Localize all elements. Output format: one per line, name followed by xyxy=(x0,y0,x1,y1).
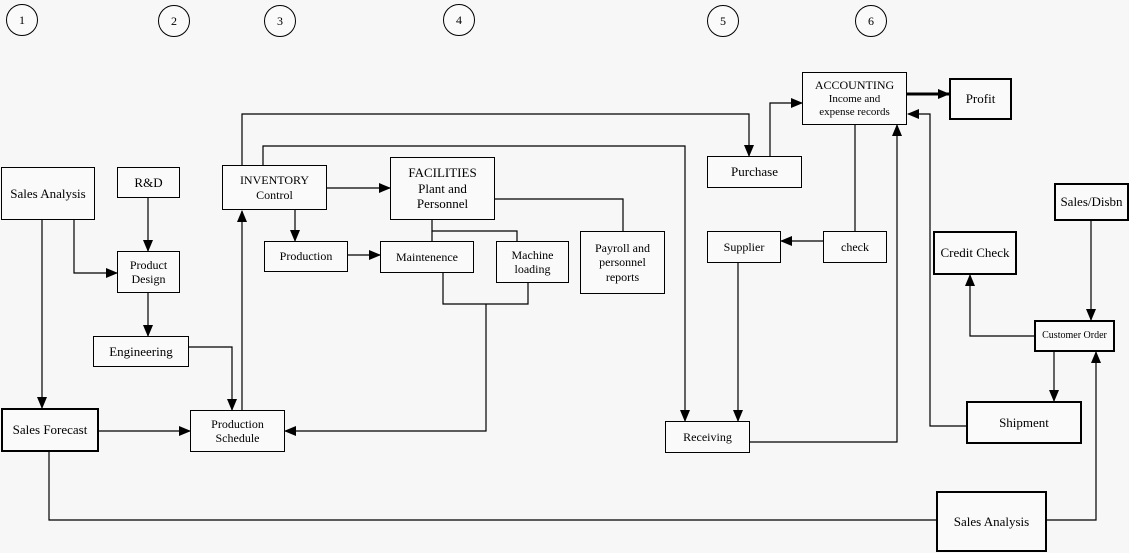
payroll-line-1: Payroll and xyxy=(595,240,650,255)
payroll-line-3: reports xyxy=(605,269,640,284)
accounting-line-2: Income and xyxy=(828,92,881,105)
check-label: check xyxy=(841,239,869,254)
stage-number-5: 5 xyxy=(707,5,739,37)
customer-order-box: Customer Order xyxy=(1034,320,1115,352)
receiving-box: Receiving xyxy=(665,421,750,453)
product-design-line-2: Design xyxy=(131,272,166,286)
accounting-line-1: ACCOUNTING xyxy=(814,78,895,93)
credit-check-box: Credit Check xyxy=(933,231,1017,275)
production-label: Production xyxy=(279,249,333,264)
payroll-reports-box: Payroll and personnel reports xyxy=(580,231,665,294)
sales-forecast-label: Sales Forecast xyxy=(12,422,88,438)
machine-loading-box: Machine loading xyxy=(496,241,569,283)
stage-number-3: 3 xyxy=(264,5,296,37)
sales-disbn-box: Sales/Disbn xyxy=(1054,183,1129,221)
sales-disbn-label: Sales/Disbn xyxy=(1060,194,1123,210)
accounting-line-3: expense records xyxy=(819,105,890,118)
maintenence-box: Maintenence xyxy=(380,241,474,273)
production-schedule-line-1: Production xyxy=(211,416,264,431)
purchase-label: Purchase xyxy=(731,164,778,180)
machine-loading-line-1: Machine xyxy=(511,247,554,262)
shipment-box: Shipment xyxy=(966,401,1082,444)
product-design-box: Product Design xyxy=(117,251,180,293)
production-schedule-box: Production Schedule xyxy=(190,410,285,452)
inventory-control-box: INVENTORY Control xyxy=(222,165,327,210)
profit-box: Profit xyxy=(949,78,1012,120)
machine-loading-line-2: loading xyxy=(514,262,551,276)
production-schedule-line-2: Schedule xyxy=(215,431,260,445)
inventory-control-line-1: INVENTORY xyxy=(239,173,310,188)
product-design-line-1: Product xyxy=(129,257,168,272)
rd-box: R&D xyxy=(117,167,180,198)
profit-label: Profit xyxy=(965,91,996,107)
supplier-label: Supplier xyxy=(723,239,765,254)
sales-forecast-box: Sales Forecast xyxy=(1,408,99,452)
stage-number-6: 6 xyxy=(855,5,887,37)
facilities-line-2: Plant and xyxy=(418,180,467,196)
stage-number-1: 1 xyxy=(6,4,38,36)
stage-number-4: 4 xyxy=(443,4,475,36)
facilities-line-3: Personnel xyxy=(416,196,469,212)
facilities-line-1: FACILITIES xyxy=(408,165,477,181)
customer-order-label: Customer Order xyxy=(1042,330,1107,341)
check-box: check xyxy=(823,231,887,263)
sales-analysis-label: Sales Analysis xyxy=(10,185,86,201)
engineering-box: Engineering xyxy=(93,336,189,367)
shipment-label: Shipment xyxy=(999,414,1049,430)
purchase-box: Purchase xyxy=(707,156,802,188)
supplier-box: Supplier xyxy=(707,231,781,263)
sales-analysis-bottom-box: Sales Analysis xyxy=(936,491,1047,552)
credit-check-label: Credit Check xyxy=(940,245,1010,261)
engineering-label: Engineering xyxy=(109,343,173,359)
rd-label: R&D xyxy=(134,174,163,190)
receiving-label: Receiving xyxy=(683,429,732,444)
payroll-line-2: personnel xyxy=(599,255,646,270)
sales-analysis-box: Sales Analysis xyxy=(1,167,95,220)
stage-number-2: 2 xyxy=(158,5,190,37)
inventory-control-line-2: Control xyxy=(256,187,293,202)
facilities-box: FACILITIES Plant and Personnel xyxy=(390,157,495,220)
maintenence-label: Maintenence xyxy=(396,249,458,264)
sales-analysis-bottom-label: Sales Analysis xyxy=(953,513,1030,529)
accounting-box: ACCOUNTING Income and expense records xyxy=(802,72,907,125)
production-box: Production xyxy=(264,241,348,272)
